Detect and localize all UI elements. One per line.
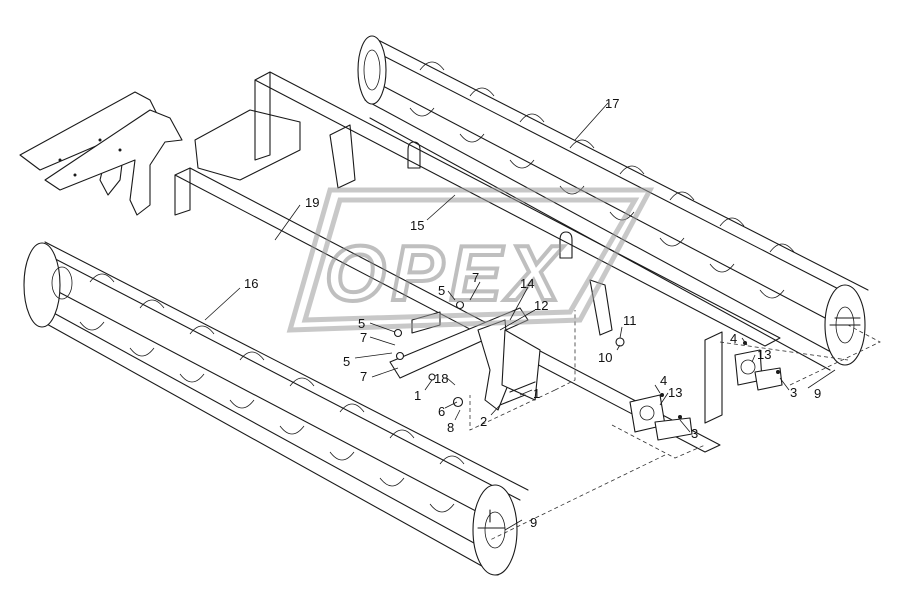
callout-1a: 1 <box>414 388 421 403</box>
callout-3a: 3 <box>790 385 797 400</box>
callout-5c: 5 <box>343 354 350 369</box>
callout-14: 14 <box>520 276 534 291</box>
callout-4a: 4 <box>730 331 737 346</box>
bracket-arms <box>19 91 183 216</box>
callout-9b: 9 <box>814 386 821 401</box>
callout-4b: 4 <box>660 373 667 388</box>
callout-9a: 9 <box>530 515 537 530</box>
callout-2: 2 <box>480 414 487 429</box>
callout-7a: 7 <box>472 270 479 285</box>
callout-labels: 17 16 19 15 14 12 7 5 5 7 5 7 1 18 6 8 2… <box>244 96 821 530</box>
callout-1b: 1 <box>533 386 540 401</box>
callout-15: 15 <box>410 218 424 233</box>
callout-6: 6 <box>438 404 445 419</box>
callout-7b: 7 <box>360 330 367 345</box>
watermark-logo: OPEX <box>286 187 655 333</box>
callout-5a: 5 <box>438 283 445 298</box>
callout-19: 19 <box>305 195 319 210</box>
callout-13a: 13 <box>757 347 771 362</box>
leader-lines <box>204 102 836 531</box>
callout-13b: 13 <box>668 385 682 400</box>
watermark-text: OPEX <box>325 229 566 317</box>
callout-11: 11 <box>623 313 637 328</box>
callout-16: 16 <box>244 276 258 291</box>
bearing-assemblies <box>629 341 783 441</box>
assembly-dash-lines <box>469 310 881 541</box>
callout-18: 18 <box>434 371 448 386</box>
callout-8: 8 <box>447 420 454 435</box>
callout-5b: 5 <box>358 316 365 331</box>
callout-17: 17 <box>605 96 619 111</box>
callout-3b: 3 <box>691 426 698 441</box>
roller-lower-left <box>23 241 529 576</box>
callout-7c: 7 <box>360 369 367 384</box>
callout-10: 10 <box>598 350 612 365</box>
callout-12: 12 <box>534 298 548 313</box>
